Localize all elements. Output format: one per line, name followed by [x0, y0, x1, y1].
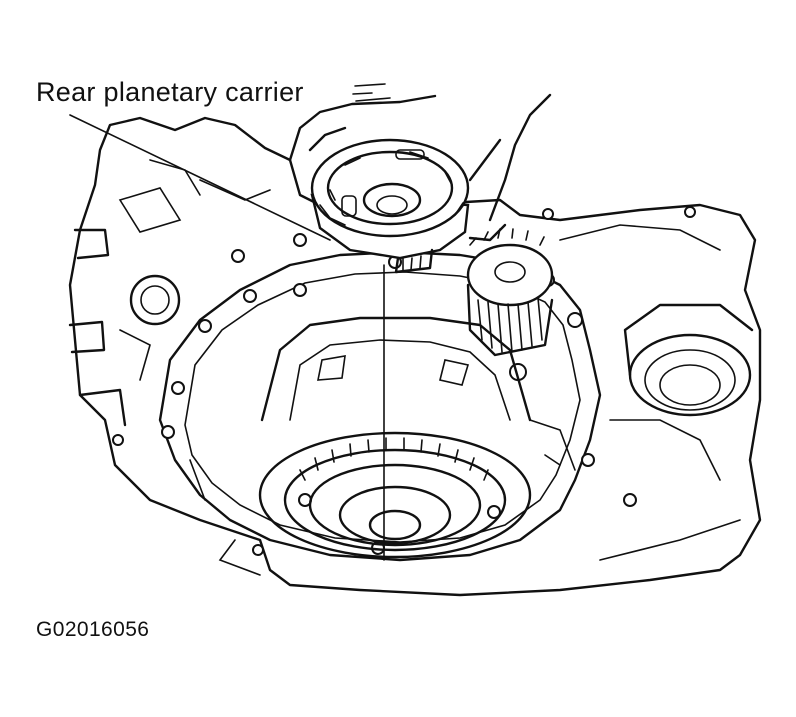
- rear-planetary-carrier: [310, 138, 470, 274]
- left-boss: [118, 187, 182, 381]
- figure-id: G02016056: [36, 618, 150, 641]
- leader-line: [69, 114, 331, 241]
- right-bore: [623, 303, 754, 417]
- pinion-gear: [466, 228, 554, 357]
- case-outline: [68, 116, 762, 597]
- bolt-holes: [112, 206, 696, 556]
- label-dashes: [352, 83, 391, 102]
- hands: [288, 93, 552, 242]
- callout-label: Rear planetary carrier: [36, 77, 304, 107]
- case-flange-left: [68, 228, 127, 427]
- main-bore: [258, 316, 532, 559]
- mating-flange: [158, 250, 602, 562]
- case-ribs: [149, 159, 741, 576]
